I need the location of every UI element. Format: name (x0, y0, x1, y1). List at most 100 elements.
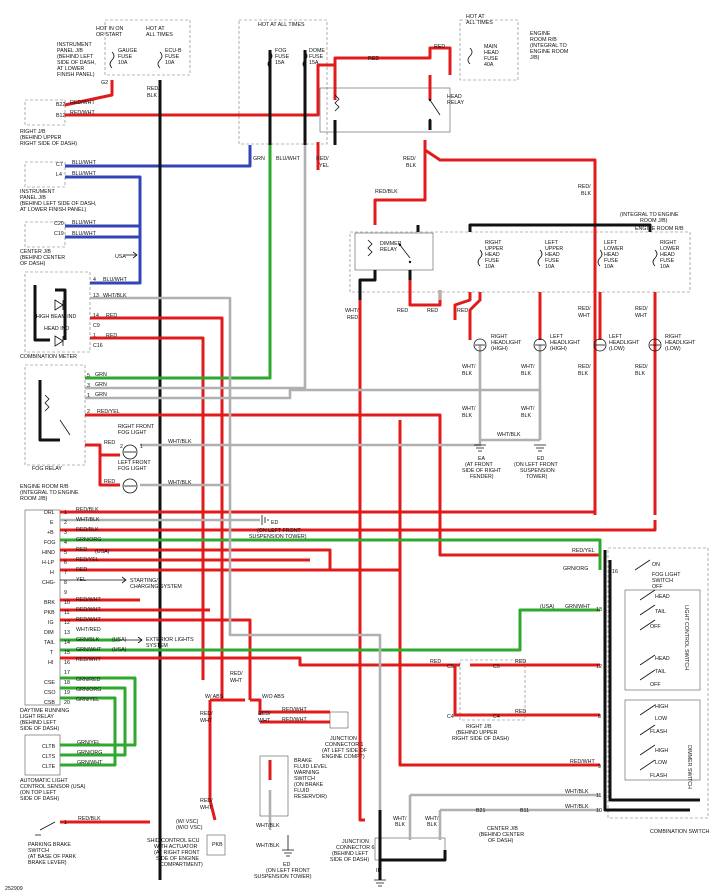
svg-text:INSTRUMENT: INSTRUMENT (57, 42, 92, 48)
right-lower-fuse-label: RIGHT LOWER HEAD FUSE 10A (660, 240, 680, 270)
left-headlight-low-label: LEFT HEADLIGHT (LOW) (609, 334, 640, 352)
pin-c7: C7 (56, 162, 63, 168)
svg-text:TAIL: TAIL (655, 669, 666, 675)
svg-text:PANEL J/B: PANEL J/B (20, 195, 46, 201)
wire-label-wht-blk-fog-r: WHT/BLK (168, 439, 192, 445)
svg-text:GRN/YEL: GRN/YEL (76, 697, 99, 703)
wht-blk-j6-1: WHT/ (393, 816, 407, 822)
svg-text:LEFT FRONT: LEFT FRONT (118, 460, 151, 466)
svg-text:RED/WHT: RED/WHT (76, 617, 101, 623)
right-jb-label: RIGHT J/B (BEHIND UPPER RIGHT SIDE OF DA… (20, 129, 77, 147)
svg-text:4: 4 (64, 540, 67, 546)
svg-text:HI: HI (48, 660, 53, 666)
svg-text:LOWER: LOWER (604, 246, 624, 252)
svg-text:FOG LIGHT: FOG LIGHT (118, 430, 147, 436)
svg-text:40A: 40A (484, 62, 494, 68)
wire-red-blk-drl-3 (60, 520, 657, 532)
red-wht-v-abs-2: WHT (230, 678, 243, 684)
junction-6-label: JUNCTION CONNECTOR 6 (BEHIND LEFT SIDE O… (330, 839, 375, 863)
svg-text:SUSPENSION TOWER): SUSPENSION TOWER) (254, 874, 312, 880)
wire-label-red-blk-right-2: BLK (581, 191, 591, 197)
dimmer-relay-box (354, 232, 434, 271)
left-headlight-low-symbol (593, 338, 607, 352)
fog-relay-symbol (44, 394, 71, 436)
red-yel-right-label: RED/YEL (572, 548, 595, 554)
svg-text:(HIGH): (HIGH) (491, 346, 508, 352)
head-ind-label: HEAD IND (44, 326, 69, 332)
wire-grn-fog-fuse (85, 145, 272, 380)
svg-text:15A: 15A (309, 60, 319, 66)
ground-ed-tower-symbol (534, 444, 546, 452)
svg-text:SYSTEM: SYSTEM (146, 643, 168, 649)
svg-text:GRN/RED: GRN/RED (76, 677, 101, 683)
combination-switch-title: COMBINATION SWITCH (650, 829, 710, 835)
pin-2-fog-light: 2 (120, 444, 123, 450)
wire-label-wht-blk-rh-2: BLK (462, 371, 472, 377)
wire-label-red-head: RED (434, 44, 445, 50)
svg-text:DRL: DRL (44, 510, 55, 516)
c-pin-1: C5 (447, 664, 454, 670)
svg-text:DIMMER: DIMMER (380, 241, 402, 247)
c-pin-3: C4 (447, 714, 454, 720)
svg-text:CSE: CSE (44, 680, 55, 686)
wire-label-grn-v: GRN (253, 156, 265, 162)
wire-label-red-wht-rl-1: RED/ (635, 306, 648, 312)
svg-text:FUSE: FUSE (275, 54, 290, 60)
svg-text:CONTROL SENSOR (USA): CONTROL SENSOR (USA) (20, 784, 86, 790)
wire-label-red-blk-v1: RED/ (403, 156, 416, 162)
svg-text:RELAY: RELAY (447, 100, 464, 106)
svg-text:RED/BLK: RED/BLK (76, 507, 99, 513)
pin-3-fog: 3 (87, 383, 90, 389)
svg-text:(INTEGRAL TO ENGINE: (INTEGRAL TO ENGINE (20, 490, 79, 496)
main-head-fuse-label: MAIN HEAD FUSE 40A (484, 44, 499, 68)
svg-text:RIGHT SIDE OF DASH): RIGHT SIDE OF DASH) (20, 141, 77, 147)
svg-text:FINISH PANEL): FINISH PANEL) (57, 72, 95, 78)
svg-text:AUTOMATIC LIGHT: AUTOMATIC LIGHT (20, 778, 69, 784)
pin-1-fog-light: 1 (140, 444, 143, 450)
junction-1-label: JUNCTION CONNECTOR 1 (AT LEFT SIDE OF EN… (322, 736, 368, 760)
instrument-panel-jb-top-label: INSTRUMENT PANEL J/B (BEHIND LEFT SIDE O… (57, 42, 96, 78)
hot-all-times-3-line-2: ALL TIMES (466, 20, 493, 26)
svg-text:(BEHIND LEFT: (BEHIND LEFT (20, 720, 57, 726)
svg-text:EXTERIOR LIGHTS: EXTERIOR LIGHTS (146, 637, 194, 643)
svg-text:LOW: LOW (655, 716, 667, 722)
svg-text:CHARGING SYSTEM: CHARGING SYSTEM (130, 584, 182, 590)
svg-text:BRK: BRK (44, 600, 55, 606)
pin-1-fog: 1 (87, 393, 90, 399)
svg-text:JUNCTION: JUNCTION (330, 736, 357, 742)
svg-text:FOG LIGHT: FOG LIGHT (118, 466, 147, 472)
svg-text:17: 17 (64, 670, 70, 676)
wire-red-right-upper (468, 292, 482, 340)
svg-text:FOG: FOG (275, 48, 286, 54)
red-c5-label: RED (430, 659, 441, 665)
svg-text:2: 2 (64, 520, 67, 526)
wire-red-wht-drl-12 (60, 618, 252, 700)
svg-text:(BEHIND LEFT SIDE OF DASH,: (BEHIND LEFT SIDE OF DASH, (20, 201, 96, 207)
pin-2-fog: 2 (87, 409, 90, 415)
hot-all-times-3-line-1: HOT AT (466, 14, 485, 20)
svg-text:PARKING BRAKE: PARKING BRAKE (28, 842, 71, 848)
wire-label-red-yel-fog: RED/YEL (97, 409, 120, 415)
svg-text:CONNECTOR 6: CONNECTOR 6 (336, 845, 375, 851)
svg-text:EA: EA (478, 456, 486, 462)
drl-pin-names: DRL E +B FOG HIND H-LP H CHG- BRK PKB IG… (42, 510, 56, 706)
svg-text:10A: 10A (545, 264, 555, 270)
red-wht-v-shid-3: RED/ (200, 798, 213, 804)
svg-text:STARTING/: STARTING/ (130, 578, 158, 584)
svg-text:ENGINE ROOM: ENGINE ROOM (530, 49, 568, 55)
dimmer-switch-box (624, 699, 701, 781)
wire-grn-org-drl-4 (60, 538, 602, 570)
svg-text:ROOM J/B): ROOM J/B) (20, 496, 48, 502)
svg-text:DIM: DIM (44, 630, 54, 636)
wire-label-blu-wht-2: BLU/WHT (72, 171, 97, 177)
svg-text:13: 13 (596, 607, 602, 613)
svg-text:FUSE: FUSE (660, 258, 675, 264)
svg-text:3: 3 (64, 530, 67, 536)
dimmer-relay-label: DIMMER RELAY (380, 241, 402, 253)
svg-text:9: 9 (64, 590, 67, 596)
svg-text:LEFT: LEFT (609, 334, 623, 340)
wire-label-red-dimmer-3: RED (457, 308, 468, 314)
svg-text:HEAD: HEAD (447, 94, 462, 100)
svg-text:LOW: LOW (655, 760, 667, 766)
right-jb-bottom-box (459, 659, 526, 721)
